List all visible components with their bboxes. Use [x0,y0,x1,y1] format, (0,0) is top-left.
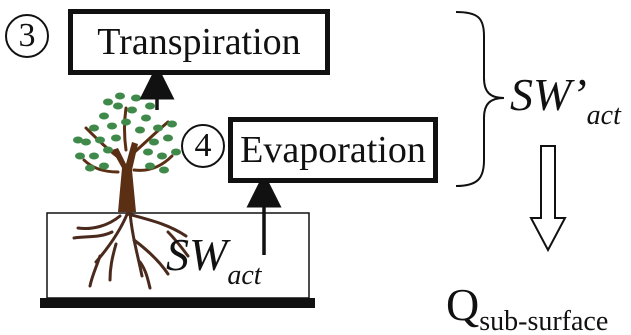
down-arrow-icon [529,145,567,253]
evaporation-label: Evaporation [240,129,426,171]
soil-water-subscript: act [227,260,262,291]
tree-foliage [73,92,181,174]
flow-label: Qsub-surface [446,282,608,335]
transpiration-box: Transpiration [68,9,330,75]
total-water-label: SW’act [510,72,621,130]
soil-water-label: SWact [166,232,262,290]
transpiration-label: Transpiration [97,21,301,63]
tree-icon [72,92,190,290]
ground-bar [40,298,315,308]
total-water-subscript: act [586,100,621,131]
step-number-3: 3 [5,14,49,58]
total-water-symbol: SW’ [510,69,587,120]
flow-subscript: sub-surface [479,306,609,335]
brace [455,11,505,187]
flow-symbol: Q [446,279,480,330]
step-number-4: 4 [181,124,225,168]
evaporation-box: Evaporation [228,117,438,183]
soil-water-symbol: SW [166,229,228,280]
